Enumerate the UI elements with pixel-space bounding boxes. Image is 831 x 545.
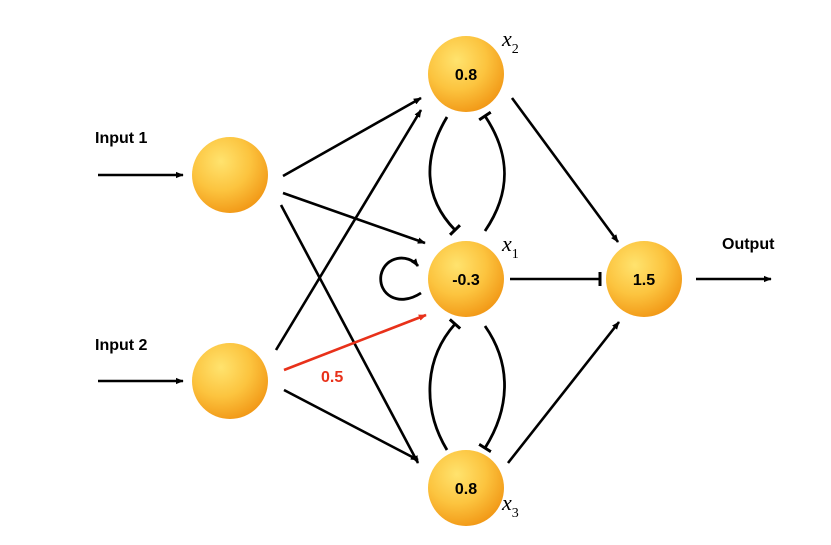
x3-label: x3 (501, 490, 519, 521)
edge-x2-out (510, 97, 620, 243)
edge-x3-x1-left (428, 318, 462, 451)
edge-in2-x3 (283, 388, 419, 462)
edge-in1-x3 (279, 204, 420, 464)
node-x2-value: 0.8 (455, 67, 477, 84)
node-x2 (428, 36, 504, 112)
output-label: Output (722, 236, 775, 253)
input1-label: Input 1 (95, 130, 148, 147)
output-node (606, 241, 682, 317)
self-loop-x1 (379, 256, 422, 301)
node-x3-value: 0.8 (455, 481, 477, 498)
edge-x1-x2-right (478, 110, 506, 232)
edge-x2-x1-left (428, 116, 462, 236)
highlight-weight-label: 0.5 (321, 369, 343, 386)
input-node-2 (192, 343, 268, 419)
node-x1 (428, 241, 504, 317)
edge-in1-x1 (282, 191, 426, 245)
output-node-value: 1.5 (633, 272, 655, 289)
edge-in2-x2 (274, 109, 423, 351)
node-x3 (428, 450, 504, 526)
input-node-1 (192, 137, 268, 213)
node-x1-value: -0.3 (452, 272, 480, 289)
input2-label: Input 2 (95, 337, 148, 354)
edge-x3-out (506, 321, 621, 464)
x2-label: x2 (501, 26, 519, 57)
edge-in2-x1 (283, 313, 427, 372)
edge-x1-x3-right (478, 325, 506, 454)
x1-label: x1 (501, 231, 519, 262)
edge-in1-x2 (282, 96, 422, 178)
